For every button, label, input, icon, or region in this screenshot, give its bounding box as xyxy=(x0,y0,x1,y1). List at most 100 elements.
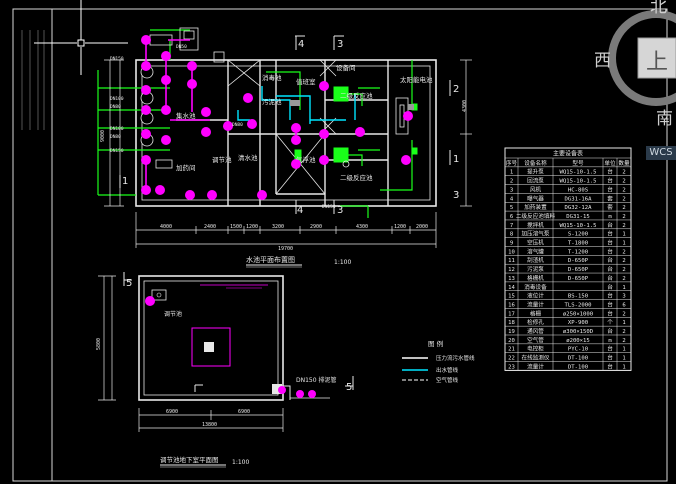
table-cell: 1 xyxy=(622,241,625,247)
legend: 图 例 压力流污水管线 出水管线 空气管线 xyxy=(402,339,475,384)
table-cell: 2 xyxy=(622,223,625,229)
table-cell: 台 xyxy=(607,247,613,255)
table-cell: XP-900 xyxy=(568,320,588,326)
table-cell: 搅拌机 xyxy=(527,221,544,229)
table-cell: 台 xyxy=(607,354,613,362)
svg-text:DN80: DN80 xyxy=(232,122,243,128)
svg-text:DN150: DN150 xyxy=(322,204,336,210)
dim-left-0: 9000 xyxy=(100,130,106,142)
table-cell: 回流泵 xyxy=(527,177,544,185)
dim-left-1: 4300 xyxy=(462,100,468,112)
dim-bottom-4: 3200 xyxy=(272,224,284,230)
table-cell: 15 xyxy=(508,294,515,300)
table-cell: 3 xyxy=(622,294,625,300)
room-label-tank: 调节池 xyxy=(212,155,232,164)
room-label-dis: 消毒池 xyxy=(262,73,282,82)
table-cell: TLS-2000 xyxy=(565,302,592,308)
lower-plan-scale: 1:100 xyxy=(232,459,249,466)
table-cell: 8 xyxy=(510,232,514,238)
svg-text:DN150: DN150 xyxy=(110,56,124,62)
compass-west[interactable]: 西 xyxy=(594,51,611,71)
upper-plan-scale: 1:100 xyxy=(334,259,351,266)
table-cell: 1 xyxy=(622,347,625,353)
dim-total: 19700 xyxy=(278,246,293,252)
room-label-duty: 值班室 xyxy=(296,77,316,86)
table-cell: 台 xyxy=(607,185,613,193)
table-cell: 19 xyxy=(508,329,515,335)
table-cell: 台 xyxy=(607,274,613,282)
section-marker-1: 4 xyxy=(298,39,304,50)
viewcube-face[interactable] xyxy=(637,37,676,79)
legend-label-2: 空气管线 xyxy=(436,376,459,384)
table-header: 设备名称 xyxy=(524,159,547,167)
table-cell: 套 xyxy=(607,203,613,211)
table-cell: 21 xyxy=(508,347,515,353)
table-cell: 格栅机 xyxy=(527,274,544,282)
table-cell: T-1800 xyxy=(568,241,588,247)
table-cell: 2 xyxy=(622,276,625,282)
room-label-float: 气浮池 xyxy=(296,155,316,164)
room-label-equip: 设备间 xyxy=(336,63,356,72)
section-marker-7: 2 xyxy=(453,84,459,95)
table-cell: ø250×1000 xyxy=(563,311,593,317)
table-cell: 11 xyxy=(508,258,515,264)
table-cell: 个 xyxy=(607,319,613,326)
table-cell: 1 xyxy=(622,232,625,238)
table-cell: 曝气器 xyxy=(527,194,544,202)
table-cell: 台 xyxy=(607,230,613,238)
table-cell: m xyxy=(608,214,612,220)
dim-bottom-3: 1200 xyxy=(246,224,258,230)
legend-title: 图 例 xyxy=(428,339,443,348)
table-cell: D-650P xyxy=(568,258,589,264)
table-cell: 台 xyxy=(607,292,613,300)
viewcube-compass[interactable]: 北 西 上 南 xyxy=(586,0,676,160)
table-cell: 检修孔 xyxy=(527,318,544,326)
dim-bottom-5: 2900 xyxy=(310,224,322,230)
table-cell: 12 xyxy=(508,267,515,273)
table-header: 单位 xyxy=(604,159,616,167)
section-marker-4: 3 xyxy=(337,205,343,216)
table-cell: 消毒设备 xyxy=(524,283,547,291)
dimension-lines-upper xyxy=(104,59,472,248)
table-cell: D-650P xyxy=(568,267,589,273)
svg-text:DN100: DN100 xyxy=(110,96,124,102)
table-cell: 2 xyxy=(622,170,625,176)
dim-bottom-0: 4000 xyxy=(160,224,172,230)
table-cell: 液位计 xyxy=(527,292,544,300)
table-cell: 2 xyxy=(622,267,625,273)
lower-section-0: 5 xyxy=(126,278,132,289)
table-cell: 2 xyxy=(622,196,625,202)
table-cell: 1 xyxy=(622,356,625,362)
table-cell: 23 xyxy=(508,364,515,370)
dim-bottom-6: 4300 xyxy=(356,224,368,230)
section-markers-upper: 4 3 4 3 1 1 2 3 xyxy=(119,35,459,216)
compass-south[interactable]: 南 xyxy=(656,109,673,129)
dim-bottom-2: 1500 xyxy=(230,224,242,230)
table-header: 序号 xyxy=(506,159,518,167)
compass-center[interactable]: 上 xyxy=(646,50,669,75)
table-cell: ø200×15 xyxy=(566,338,590,344)
table-cell: 流量计 xyxy=(527,300,544,308)
dimension-text-lower: 6900 6900 13800 5800 xyxy=(96,338,250,428)
room-label-collector: 集水池 xyxy=(176,111,196,120)
table-cell: DT-100 xyxy=(568,356,588,362)
table-header: 数量 xyxy=(618,159,630,167)
wcs-button[interactable]: WCS xyxy=(646,146,676,160)
crosshair-cursor xyxy=(34,0,128,75)
table-cell: 台 xyxy=(607,256,613,264)
table-cell: 2 xyxy=(622,311,625,317)
table-cell: 台 xyxy=(607,221,613,229)
table-cell: 通风管 xyxy=(527,327,544,335)
table-cell: 2 xyxy=(622,179,625,185)
dim-bottom-7: 1200 xyxy=(394,224,406,230)
table-cell: 提升泵 xyxy=(527,168,544,176)
compass-north[interactable]: 北 xyxy=(650,0,667,17)
table-cell: WQ15-10-1.5 xyxy=(559,223,596,229)
lower-label-0: 调节池 xyxy=(164,310,182,318)
lower-dim-0: 6900 xyxy=(166,409,178,415)
compass-ring xyxy=(608,10,676,106)
lower-plan xyxy=(98,272,354,432)
